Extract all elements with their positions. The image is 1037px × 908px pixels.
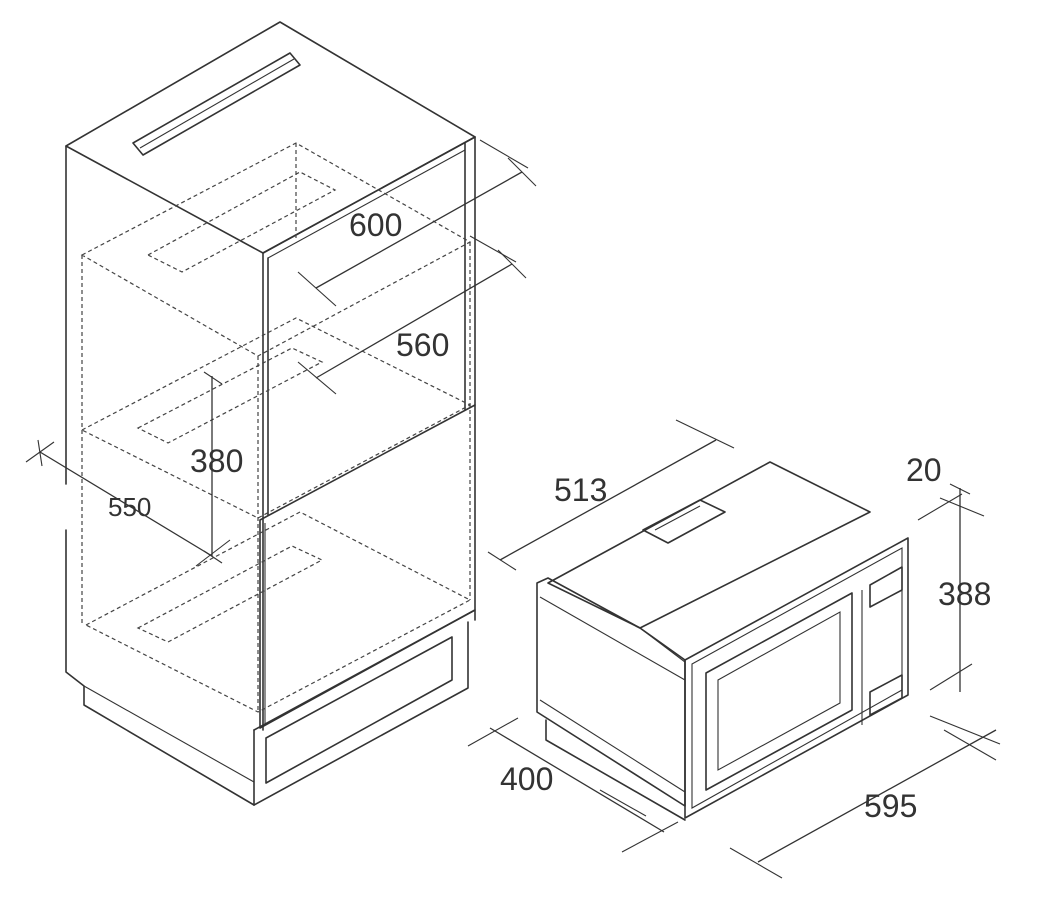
- plinth-opening: [265, 636, 453, 784]
- control-display: [869, 566, 903, 608]
- label-appliance-height: 388: [938, 576, 991, 612]
- appliance-dimensions: [467, 419, 1001, 879]
- lower-door: [259, 404, 476, 729]
- label-cabinet-width: 600: [349, 207, 402, 243]
- door-window: [705, 592, 853, 791]
- cabinet: [65, 21, 476, 806]
- label-niche-depth: 550: [108, 492, 151, 522]
- label-niche-width: 560: [396, 327, 449, 363]
- label-frame-thickness: 20: [906, 452, 942, 488]
- cabinet-dimensions: [25, 139, 537, 567]
- label-body-depth: 400: [500, 761, 553, 797]
- top-vent: [132, 52, 301, 156]
- appliance-top-vent: [642, 499, 726, 544]
- front-frame: [684, 537, 909, 819]
- label-appliance-depth: 513: [554, 472, 607, 508]
- niche-bottom-dashed: [84, 511, 472, 713]
- appliance-side: [536, 577, 686, 807]
- niche-top-dashed: [80, 142, 472, 357]
- label-appliance-width: 595: [864, 788, 917, 824]
- cabinet-top: [65, 21, 476, 254]
- appliance: [536, 461, 909, 821]
- control-button: [869, 674, 903, 716]
- label-niche-height: 380: [190, 443, 243, 479]
